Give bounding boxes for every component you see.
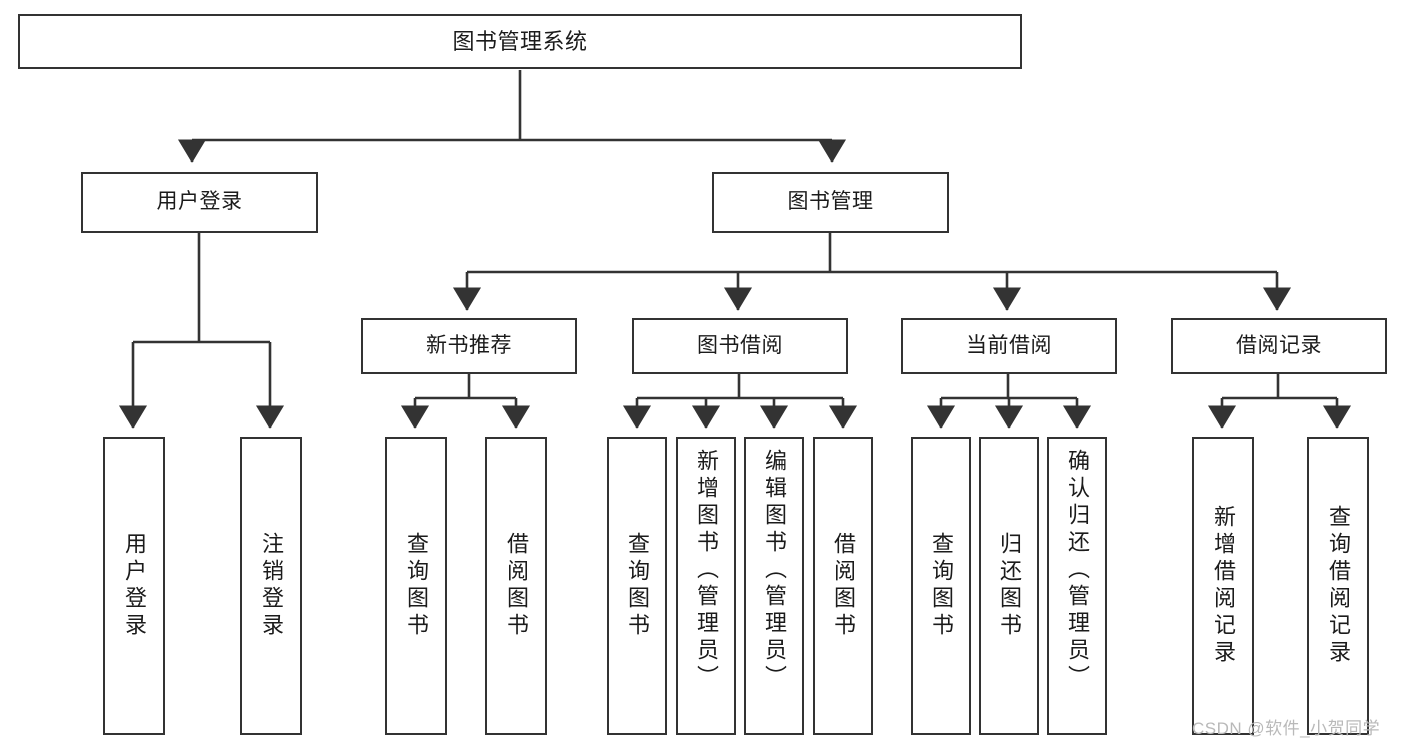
leaf-br-add-record[interactable]: 新增借阅记录 — [1192, 437, 1254, 735]
node-new-book-recommend[interactable]: 新书推荐 — [361, 318, 577, 374]
node-label: 归还图书 — [997, 532, 1022, 640]
node-label: 新增借阅记录 — [1211, 505, 1236, 667]
node-label: 查询图书 — [625, 532, 650, 640]
node-label: 新增图书（管理员） — [694, 449, 719, 692]
leaf-bb-edit-book-admin[interactable]: 编辑图书（管理员） — [744, 437, 804, 735]
node-root-system[interactable]: 图书管理系统 — [18, 14, 1022, 69]
node-book-borrow[interactable]: 图书借阅 — [632, 318, 848, 374]
node-borrow-record[interactable]: 借阅记录 — [1171, 318, 1387, 374]
leaf-bb-add-book-admin[interactable]: 新增图书（管理员） — [676, 437, 736, 735]
leaf-br-query-record[interactable]: 查询借阅记录 — [1307, 437, 1369, 735]
node-label: 确认归还（管理员） — [1065, 449, 1090, 692]
node-label: 注销登录 — [259, 532, 284, 640]
leaf-nb-query-book[interactable]: 查询图书 — [385, 437, 447, 735]
node-label: 图书借阅 — [697, 333, 783, 357]
node-label: 用户登录 — [122, 532, 147, 640]
leaf-cb-query-book[interactable]: 查询图书 — [911, 437, 971, 735]
node-label: 编辑图书（管理员） — [762, 449, 787, 692]
node-label: 新书推荐 — [426, 333, 512, 357]
leaf-logout[interactable]: 注销登录 — [240, 437, 302, 735]
node-label: 查询图书 — [929, 532, 954, 640]
leaf-bb-borrow-book[interactable]: 借阅图书 — [813, 437, 873, 735]
node-label: 图书管理系统 — [452, 28, 588, 54]
node-label: 借阅记录 — [1236, 333, 1322, 357]
leaf-cb-confirm-return-admin[interactable]: 确认归还（管理员） — [1047, 437, 1107, 735]
leaf-user-login[interactable]: 用户登录 — [103, 437, 165, 735]
node-label: 查询图书 — [404, 532, 429, 640]
node-label: 用户登录 — [156, 190, 243, 214]
node-label: 图书管理 — [787, 190, 874, 214]
leaf-cb-return-book[interactable]: 归还图书 — [979, 437, 1039, 735]
node-label: 借阅图书 — [831, 532, 856, 640]
node-label: 查询借阅记录 — [1326, 505, 1351, 667]
node-label: 借阅图书 — [504, 532, 529, 640]
node-label: 当前借阅 — [966, 333, 1052, 357]
node-user-login[interactable]: 用户登录 — [81, 172, 318, 233]
leaf-bb-query-book[interactable]: 查询图书 — [607, 437, 667, 735]
node-book-manage[interactable]: 图书管理 — [712, 172, 949, 233]
leaf-nb-borrow-book[interactable]: 借阅图书 — [485, 437, 547, 735]
node-current-borrow[interactable]: 当前借阅 — [901, 318, 1117, 374]
